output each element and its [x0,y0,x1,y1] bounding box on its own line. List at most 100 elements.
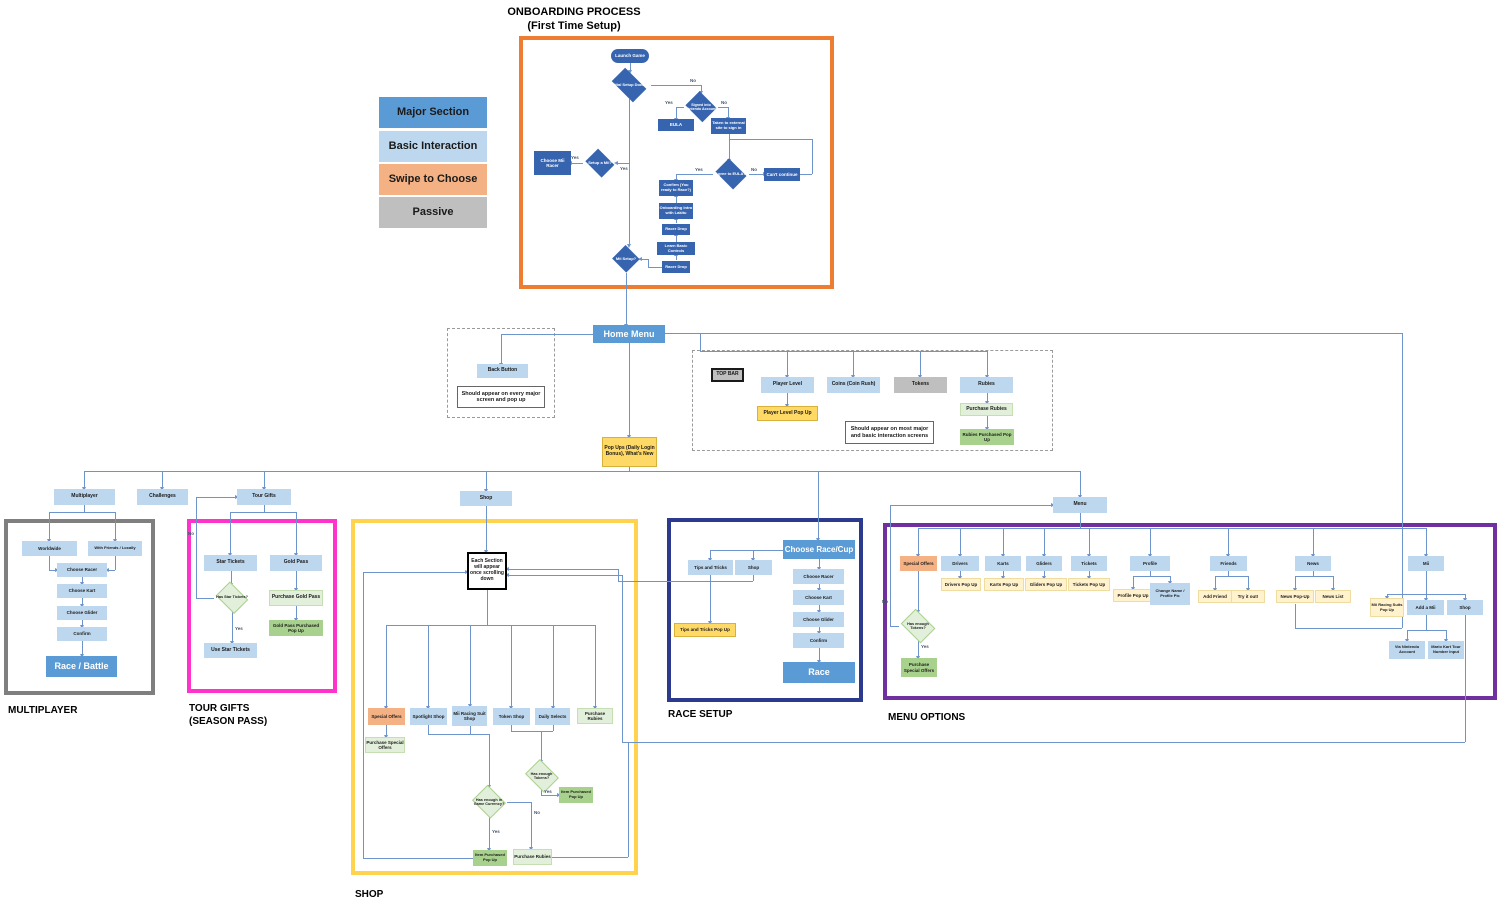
mp-confirm: Confirm [57,627,107,641]
connector-line [665,333,1402,334]
rs-shop: Shop [735,560,772,575]
mii-racing-suit-shop: Mii Racing Suit Shop [452,706,487,726]
flow-label: No [751,167,757,172]
coins-coin-rush: Coins (Coin Rush) [827,377,880,393]
via-nintendo-account: Via Nintendo Account [1389,641,1425,659]
heading: ONBOARDING PROCESS [507,6,641,18]
legend-passive: Passive [379,197,487,228]
rs-confirm: Confirm [793,633,844,648]
connector-line [572,163,583,164]
purchase-rubies-2: Purchase Rubies [513,849,552,865]
flow-label: No [690,78,696,83]
connector-line [628,742,629,857]
connector-line [501,334,593,335]
connector-line [648,267,662,268]
connector-line [1080,471,1081,495]
connector-line [987,393,988,401]
connector-line [1150,571,1151,576]
connector-line [960,571,961,576]
rubies-purchased-popup: Rubies Purchased Pop Up [960,429,1014,445]
connector-line [552,857,628,858]
mo-karts: Karts [985,556,1021,571]
race: Race [783,662,855,683]
mo-has-enough-tokens-label: Has enough Tokens? [907,621,929,630]
connector-line [296,512,297,553]
connector-line [531,802,532,847]
multiplayer: Multiplayer [54,489,115,505]
connector-line [629,99,630,244]
connector-line [753,550,754,558]
connector-line [1215,576,1216,588]
racer-drop-1: Racer Drop [662,224,690,235]
flow-label: Yes [921,644,929,649]
gliders-popup: Gliders Pop Up [1025,578,1067,591]
connector-line [710,550,783,551]
mo-special-offers: Special Offers [900,556,937,571]
worldwide: Worldwide [22,541,77,556]
connector-line [115,556,116,570]
connector-line [363,858,473,859]
has-enough-tokens-shop: Has enough Tokens? [523,758,560,794]
connector-arrowhead [626,244,631,248]
connector-line [511,625,512,706]
challenges: Challenges [137,489,188,505]
connector-line [230,512,231,553]
connector-line [1228,528,1229,554]
initial-setup-done: Initial Setup Done? [607,67,651,103]
heading: RACE SETUP [668,709,733,720]
flow-label: No [882,599,888,604]
note-back-button: Should appear on every major screen and … [457,386,545,408]
legend-major-section: Major Section [379,97,487,128]
connector-line [629,467,630,471]
choose-race-cup: Choose Race/Cup [783,540,855,559]
connector-arrowhead [505,572,509,577]
connector-line [987,416,988,427]
connector-line [428,725,429,734]
connector-line [960,528,961,554]
launch-game: Launch Game [611,49,649,63]
connector-line [264,505,265,512]
connector-line [82,577,83,582]
has-star-tickets-label: Has Star Tickets? [216,595,248,600]
tips-tricks-popup: Tips and Tricks Pop Up [674,623,736,637]
mo-friends: Friends [1210,556,1247,571]
signed-into-nintendo-label: Signed into Nintendo Account [685,102,717,111]
connector-line [1003,528,1004,554]
connector-line [470,726,471,734]
connector-line [728,107,729,117]
use-star-tickets: Use Star Tickets [204,643,257,658]
note-top-bar: Should appear on most major and basic in… [845,421,934,444]
try-it-out: Try it out! [1231,590,1265,603]
connector-line [232,611,233,641]
connector-line [1295,576,1333,577]
connector-line [84,505,85,512]
connector-line [501,334,502,363]
connector-line [676,256,677,260]
flow-label: Yes [492,829,500,834]
connector-line [1215,576,1248,577]
connector-line [853,351,854,375]
connector-line [1295,576,1296,588]
mo-purchase-special-offers: Purchase Special Offers [901,658,937,677]
connector-line [541,795,557,796]
setup-a-mii-label: Setup a Mii? [588,159,612,165]
connector-line [230,512,296,513]
connector-line [162,471,163,487]
connector-line [1044,528,1045,554]
heading: TOUR GIFTS [189,703,250,714]
connector-line [82,598,83,604]
connector-line [819,559,820,567]
menu-options-box [883,523,1497,700]
connector-line [701,85,702,91]
eula: EULA [658,119,694,131]
connector-line [918,528,1426,529]
connector-line [626,273,627,324]
connector-line [386,625,387,706]
connector-line [1426,594,1427,598]
connector-line [920,351,921,375]
has-enough-game-currency-label: Has enough in Game Currency? [473,797,505,806]
connector-line [618,569,619,581]
connector-line [1080,513,1081,528]
connector-line [749,174,763,175]
connector-line [386,625,595,626]
